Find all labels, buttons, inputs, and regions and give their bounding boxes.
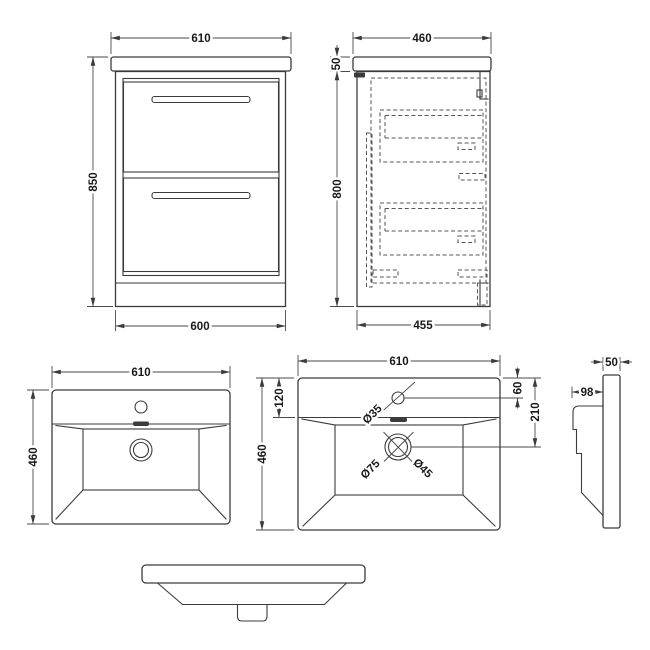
wall-fixing-mark	[354, 72, 365, 78]
dim-basin2-width: 610	[389, 356, 408, 368]
side-view-dimensions: 460 50 800 455	[329, 31, 492, 335]
countertop-side	[352, 56, 492, 72]
basin-plan-dimensions: 610 460	[26, 365, 231, 525]
dim-profile-thickness: 50	[605, 357, 618, 369]
drawer-1-handle	[151, 95, 251, 104]
basin-plan-holes-view	[297, 377, 501, 531]
overflow-slot-2	[390, 417, 407, 422]
vanity-side-view	[352, 56, 492, 308]
basin-outline-2	[297, 377, 501, 531]
dim-side-depth-bottom: 455	[413, 320, 433, 332]
basin-drain-stub	[236, 603, 268, 622]
basin-side-profile-view: 50 98	[571, 355, 632, 529]
cabinet-front-inner-frame	[122, 77, 280, 277]
waste-outlet-inner-2	[387, 436, 409, 458]
countertop-front	[110, 56, 292, 72]
basin-front-view	[141, 564, 366, 622]
drawer-2-handle	[151, 191, 251, 200]
label-waste-inner-dia: Ø45	[410, 457, 434, 481]
basin-back-slab	[602, 374, 621, 529]
dim-profile-lip: 98	[581, 387, 594, 399]
vanity-front-view	[110, 56, 292, 308]
basin-plan-view	[51, 389, 231, 525]
label-waste-outer-dia: Ø75	[359, 457, 383, 481]
dim-side-counter-height: 50	[331, 58, 343, 71]
tap-hole-leader	[376, 381, 416, 417]
drawer-1-front	[122, 81, 280, 173]
dim-basin-width: 610	[131, 367, 150, 379]
dim-basin-depth: 460	[28, 447, 40, 466]
dim-tap-offset: 60	[513, 382, 525, 395]
dim-side-height: 800	[332, 179, 344, 198]
dim-front-height: 850	[88, 172, 100, 191]
dim-basin2-depth: 460	[257, 444, 269, 463]
dim-front-width-top: 610	[191, 33, 210, 45]
overflow-slot	[133, 421, 149, 426]
internal-structure-hidden-lines	[366, 77, 488, 306]
basin-plan-holes-dimensions: 610 460 120 60 210 Ø35 Ø75 Ø45	[255, 354, 545, 531]
dim-ledge-depth: 120	[274, 388, 286, 407]
basin-bowl-front	[156, 582, 348, 606]
cabinet-front-outline	[114, 70, 287, 308]
basin-bowl-profile	[572, 405, 604, 517]
dim-drain-offset: 210	[530, 402, 542, 421]
bowl-bottom-outline-2	[334, 424, 464, 496]
dim-side-depth-top: 460	[412, 33, 431, 45]
waste-outlet-outer	[129, 438, 153, 462]
waste-outlet-inner	[132, 441, 150, 459]
basin-rim-front	[141, 564, 366, 584]
basin-outline	[51, 389, 231, 525]
bowl-bottom-outline	[82, 428, 200, 491]
cabinet-side-outline	[356, 70, 491, 308]
dim-front-width-bottom: 600	[190, 321, 209, 333]
back-panel-notch-top	[476, 89, 483, 98]
label-tap-hole-dia: Ø35	[361, 402, 385, 426]
front-view-dimensions: 610 850 600	[86, 31, 292, 336]
drawer-2-front	[122, 177, 280, 273]
tap-hole	[134, 400, 148, 414]
